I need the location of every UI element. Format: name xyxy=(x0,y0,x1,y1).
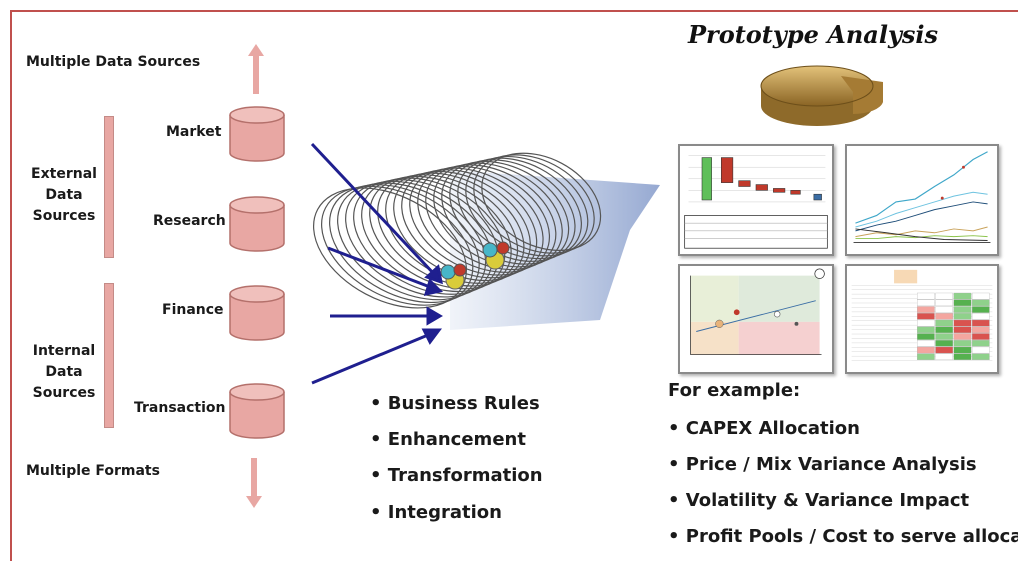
process-step-enhancement: • Enhancement xyxy=(370,429,526,450)
source-label-research: Research xyxy=(153,213,226,229)
internal-sources-bracket xyxy=(104,283,114,428)
database-icon-transaction xyxy=(229,383,285,439)
heatmap-table-thumbnail xyxy=(845,264,999,374)
up-arrow-icon xyxy=(248,44,264,94)
multiple-data-sources-label: Multiple Data Sources xyxy=(26,54,201,70)
database-icon-market xyxy=(229,106,285,162)
source-label-market: Market xyxy=(166,124,222,140)
example-capex-allocation: • CAPEX Allocation xyxy=(668,418,860,439)
multiple-formats-label: Multiple Formats xyxy=(26,463,160,479)
database-icon-finance xyxy=(229,285,285,341)
processing-coil-graphic xyxy=(310,142,660,385)
source-label-finance: Finance xyxy=(162,302,224,318)
source-label-transaction: Transaction xyxy=(134,400,226,416)
slide-frame xyxy=(10,10,1018,561)
example-profit-pools: • Profit Pools / Cost to serve allocatio… xyxy=(668,526,1018,547)
process-step-transformation: • Transformation xyxy=(370,465,543,486)
process-step-business-rules: • Business Rules xyxy=(370,393,540,414)
process-step-integration: • Integration xyxy=(370,502,502,523)
external-sources-bracket xyxy=(104,116,114,258)
scatter-quadrant-thumbnail xyxy=(678,264,834,374)
external-data-sources-label: External Data Sources xyxy=(31,166,97,224)
example-volatility-variance: • Volatility & Variance Impact xyxy=(668,490,970,511)
database-icon-research xyxy=(229,196,285,252)
waterfall-chart-thumbnail xyxy=(678,144,834,256)
down-arrow-icon xyxy=(246,458,262,508)
internal-data-sources-label: Internal Data Sources xyxy=(32,343,96,401)
gear-icon xyxy=(440,241,510,290)
line-chart-thumbnail xyxy=(845,144,999,256)
pie-chart-icon xyxy=(760,65,883,126)
examples-heading: For example: xyxy=(668,380,801,401)
prototype-analysis-title: Prototype Analysis xyxy=(688,20,939,49)
example-price-mix-variance: • Price / Mix Variance Analysis xyxy=(668,454,977,475)
